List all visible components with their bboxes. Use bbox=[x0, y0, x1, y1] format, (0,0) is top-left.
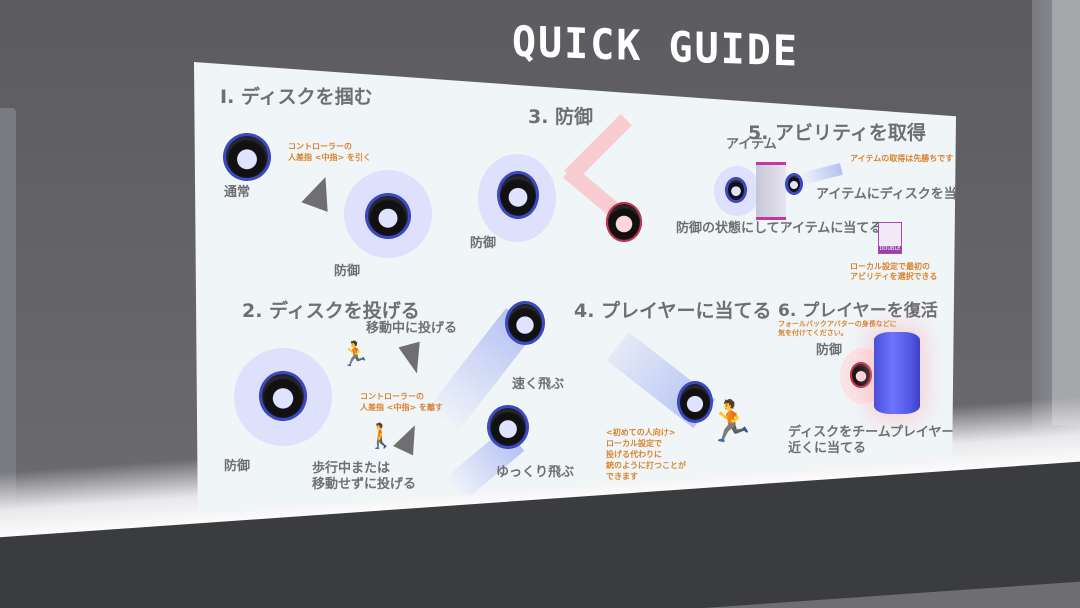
gun-note-line4: 銃のように打つことが bbox=[606, 461, 686, 470]
ability-note-line2: アビリティを選択できる bbox=[850, 272, 938, 281]
revive-cylinder-icon bbox=[874, 332, 920, 414]
grab-note-line2: 人差指 <中指> を引く bbox=[288, 153, 371, 162]
moving-throw-label: 移動中に投げる bbox=[366, 321, 458, 336]
section-2-heading: 2. ディスクを投げる bbox=[242, 300, 420, 322]
disc-normal-icon bbox=[224, 134, 270, 180]
revive-hit-label-1: ディスクをチームプレイヤーの bbox=[788, 425, 968, 440]
disc-defense-icon bbox=[260, 372, 306, 420]
hit-item-label: アイテムにディスクを当てる bbox=[816, 187, 983, 202]
gun-note-line1: <初めての人向け> bbox=[606, 428, 676, 437]
arrow-triangle-icon bbox=[393, 420, 425, 456]
quick-guide-title: QUICK GUIDE bbox=[512, 17, 799, 77]
revive-hit-label-2: 近くに当てる bbox=[788, 441, 867, 456]
revive-note-line1: フォールバックアバターの身長などに bbox=[778, 320, 897, 328]
arrow-triangle-icon bbox=[398, 341, 428, 377]
right-wall-panel bbox=[1052, 0, 1080, 425]
throw-note-line1: コントローラーの bbox=[360, 392, 424, 401]
section-5-heading: 5. アビリティを取得 bbox=[748, 122, 926, 144]
disc-revive-icon bbox=[850, 362, 872, 388]
normal-label: 通常 bbox=[224, 185, 251, 200]
disc-enemy-icon bbox=[606, 202, 642, 242]
throw-trail-icon bbox=[799, 163, 843, 185]
item-label: アイテム bbox=[726, 137, 777, 152]
fast-label: 速く飛ぶ bbox=[512, 377, 565, 392]
guide-board: I. ディスクを掴む 通常 コントローラーの 人差指 <中指> を引く 防御 3… bbox=[194, 62, 956, 514]
disc-slow-icon bbox=[488, 406, 528, 448]
player-figure-icon: 🏃 bbox=[706, 399, 756, 445]
disc-defense-icon bbox=[498, 172, 538, 218]
gun-note-line2: ローカル設定で bbox=[606, 439, 662, 448]
disc-icon bbox=[786, 174, 802, 194]
left-wall-panel bbox=[0, 108, 16, 548]
defense-label: 防御 bbox=[816, 343, 843, 358]
ability-note-line1: ローカル設定で最初の bbox=[850, 262, 930, 271]
disc-fast-icon bbox=[506, 302, 544, 344]
grab-note-line1: コントローラーの bbox=[288, 142, 352, 151]
slow-label: ゆっくり飛ぶ bbox=[496, 465, 575, 480]
double-ability-icon: DOUBLE bbox=[878, 222, 902, 254]
section-6-heading: 6. プレイヤーを復活 bbox=[778, 301, 938, 321]
section-4-heading: 4. プレイヤーに当てる bbox=[574, 300, 772, 322]
disc-hit-icon bbox=[678, 382, 712, 422]
walking-throw-label-2: 移動せずに投げる bbox=[312, 477, 417, 492]
disc-defense-icon bbox=[366, 194, 410, 238]
defense-label: 防御 bbox=[470, 236, 497, 251]
section-3-heading: 3. 防御 bbox=[528, 106, 594, 128]
running-figure-icon: 🏃 bbox=[340, 340, 370, 368]
item-box-icon bbox=[756, 162, 786, 220]
revive-note-line2: 気を付けてください。 bbox=[778, 329, 848, 337]
disc-icon bbox=[726, 178, 746, 202]
walking-throw-label-1: 歩行中または bbox=[312, 461, 391, 476]
defense-label: 防御 bbox=[224, 459, 251, 474]
item-first-come-note: アイテムの取得は先勝ちです bbox=[850, 154, 954, 163]
arrow-triangle-icon bbox=[301, 172, 339, 212]
gun-note-line3: 投げる代わりに bbox=[606, 450, 662, 459]
defense-hit-item-label: 防御の状態にしてアイテムに当てる bbox=[676, 221, 883, 236]
section-1-heading: I. ディスクを掴む bbox=[220, 86, 373, 108]
defense-label: 防御 bbox=[334, 264, 361, 279]
throw-note-line2: 人差指 <中指> を離す bbox=[360, 403, 443, 412]
gun-note-line5: できます bbox=[606, 472, 638, 481]
walking-figure-icon: 🚶 bbox=[366, 422, 396, 450]
double-badge: DOUBLE bbox=[879, 246, 901, 253]
